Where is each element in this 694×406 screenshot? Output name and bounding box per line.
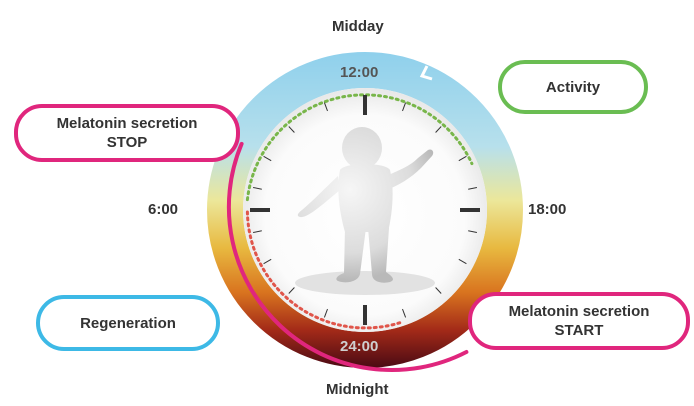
- clock-ticks: [250, 95, 480, 325]
- melatonin-start-box: Melatonin secretion START: [468, 292, 690, 350]
- melatonin-start-line1: Melatonin secretion: [508, 303, 650, 320]
- regeneration-label: Regeneration: [80, 314, 176, 332]
- ring-notch: [419, 65, 433, 81]
- midnight-label: Midnight: [326, 381, 389, 398]
- midday-label: Midday: [332, 18, 384, 35]
- melatonin-arc: [226, 141, 469, 372]
- activity-label: Activity: [545, 78, 601, 96]
- six-oclock-label: 6:00: [148, 201, 179, 218]
- person-figure-icon: [295, 127, 435, 295]
- regeneration-box: Regeneration: [36, 295, 220, 351]
- clock-ring: [207, 52, 523, 368]
- sleep-dotted-arc: [245, 210, 402, 330]
- dial-top-label: 12:00: [340, 64, 379, 81]
- dial-bottom-label: 24:00: [340, 338, 379, 355]
- activity-dotted-arc: [245, 93, 474, 202]
- melatonin-stop-line2: STOP: [106, 134, 148, 151]
- eighteen-oclock-label: 18:00: [528, 201, 567, 218]
- melatonin-start-line2: START: [554, 322, 604, 339]
- melatonin-stop-line1: Melatonin secretion: [56, 115, 198, 132]
- activity-box: Activity: [498, 60, 648, 114]
- melatonin-stop-box: Melatonin secretion STOP: [14, 104, 240, 162]
